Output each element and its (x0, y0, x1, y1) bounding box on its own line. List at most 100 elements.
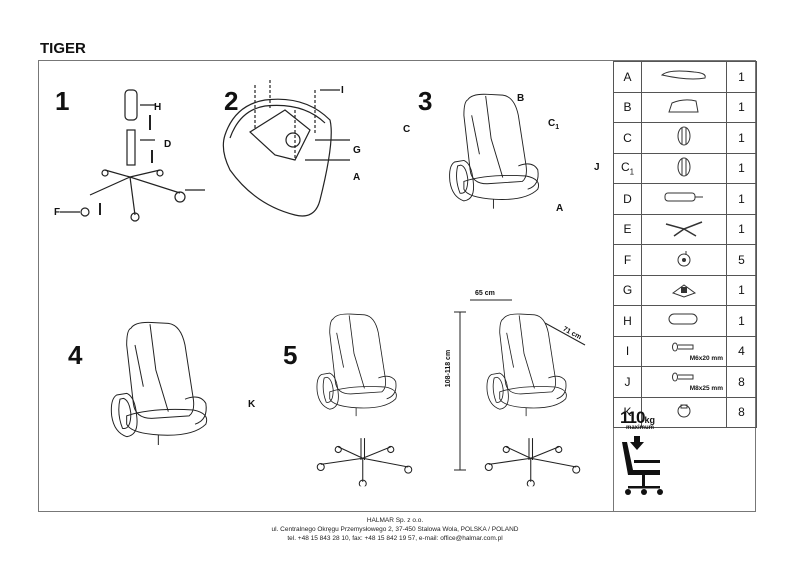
part-letter: G (622, 283, 633, 298)
part-image-cell (641, 244, 727, 276)
step-1-drawing (60, 89, 205, 222)
label-h: H (154, 102, 162, 113)
step-2-drawing (222, 80, 350, 217)
product-title: TIGER (40, 40, 86, 57)
parts-row: I M6x20 mm 4 (613, 335, 757, 367)
part-letter-cell: E (613, 213, 642, 245)
part-image-cell (641, 152, 727, 184)
part-letter-cell: F (613, 244, 642, 276)
part-qty: 4 (726, 335, 757, 367)
part-image-cell: M6x20 mm (641, 335, 727, 367)
caster-icon (674, 251, 694, 271)
backrest-icon (664, 99, 704, 118)
part-letter-cell: K (613, 396, 642, 428)
part-letter: F (623, 252, 632, 267)
cap-icon (675, 404, 693, 423)
seat-icon (659, 70, 709, 86)
office-chair-weight-icon (622, 436, 663, 495)
part-letter-cell: A (613, 61, 642, 93)
parts-row: F 5 (613, 244, 757, 276)
part-image-cell (641, 183, 727, 215)
part-letter-cell: C (613, 122, 642, 154)
label-k: K (248, 399, 256, 410)
parts-row: D 1 (613, 183, 757, 215)
part-letter: B (623, 100, 632, 115)
armrest-icon (676, 126, 692, 150)
part-letter-cell: B (613, 91, 642, 123)
step-5-chair (300, 312, 415, 437)
part-letter-cell: G (613, 274, 642, 306)
gas-lift-icon (662, 192, 706, 206)
step-4-number: 4 (68, 340, 83, 370)
part-letter: A (623, 69, 632, 84)
step-1-number: 1 (55, 86, 70, 116)
part-image-cell (641, 91, 727, 123)
label-g: G (353, 145, 361, 156)
part-qty: 5 (726, 244, 757, 276)
footer-contact: tel. +48 15 843 28 10, fax: +48 15 842 1… (287, 535, 503, 542)
part-letter: K (623, 405, 632, 420)
step-2-number: 2 (224, 86, 239, 116)
part-letter: H (623, 313, 632, 328)
parts-row: J M8x25 mm 8 (613, 366, 757, 398)
screw-icon (671, 371, 697, 385)
part-letter-sub: 1 (629, 167, 635, 177)
label-i: I (341, 85, 344, 96)
part-letter-cell: C1 (613, 152, 642, 184)
part-qty: 1 (726, 122, 757, 154)
cover-icon (666, 313, 702, 329)
parts-row: E 1 (613, 213, 757, 245)
step-5-base (312, 430, 417, 490)
part-qty: 1 (726, 274, 757, 306)
screw-icon (671, 341, 697, 355)
label-d: D (164, 139, 172, 150)
parts-row: G 1 (613, 274, 757, 306)
part-letter: C (623, 130, 632, 145)
part-letter-cell: I (613, 335, 642, 367)
part-letter: I (625, 344, 630, 359)
max-weight-badge: 110kg maximum (620, 408, 663, 495)
part-image-cell (641, 61, 727, 93)
part-letter: D (623, 191, 632, 206)
max-weight-value: 110 (620, 408, 645, 427)
dimension-lines (454, 299, 586, 471)
part-qty: 1 (726, 305, 757, 337)
label-c1: C1 (548, 118, 560, 131)
mechanism-icon (670, 284, 698, 302)
part-letter-cell: H (613, 305, 642, 337)
part-qty: 1 (726, 183, 757, 215)
parts-row: C1 1 (613, 152, 757, 184)
label-b: B (517, 93, 525, 104)
star-base-icon (662, 221, 706, 241)
footer-address: ul. Centralnego Okręgu Przemysłowego 2, … (271, 526, 519, 533)
part-letter: J (624, 374, 631, 389)
part-spec: M8x25 mm (689, 385, 723, 393)
parts-row: C 1 (613, 122, 757, 154)
part-image-cell (641, 274, 727, 306)
part-qty: 1 (726, 91, 757, 123)
dimension-width: 65 cm (475, 290, 495, 297)
part-letter: C (620, 160, 630, 175)
part-letter: E (623, 222, 632, 237)
part-qty: 1 (726, 152, 757, 184)
step-5-number: 5 (283, 340, 298, 370)
part-qty: 8 (726, 366, 757, 398)
parts-row: A 1 (613, 61, 757, 93)
part-letter-cell: D (613, 183, 642, 215)
part-letter-cell: J (613, 366, 642, 398)
step-3-drawing (425, 92, 565, 232)
parts-row: B 1 (613, 91, 757, 123)
footer: HALMAR Sp. z o.o. ul. Centralnego Okręgu… (0, 516, 790, 543)
step-3-number: 3 (418, 86, 433, 116)
label-f: F (54, 207, 61, 218)
label-c: C (403, 124, 411, 135)
armrest-icon (676, 157, 692, 181)
part-image-cell (641, 213, 727, 245)
parts-row: H 1 (613, 305, 757, 337)
parts-row: K 8 (613, 396, 757, 428)
part-image-cell (641, 122, 727, 154)
footer-company: HALMAR Sp. z o.o. (366, 517, 424, 524)
part-image-cell: M8x25 mm (641, 366, 727, 398)
